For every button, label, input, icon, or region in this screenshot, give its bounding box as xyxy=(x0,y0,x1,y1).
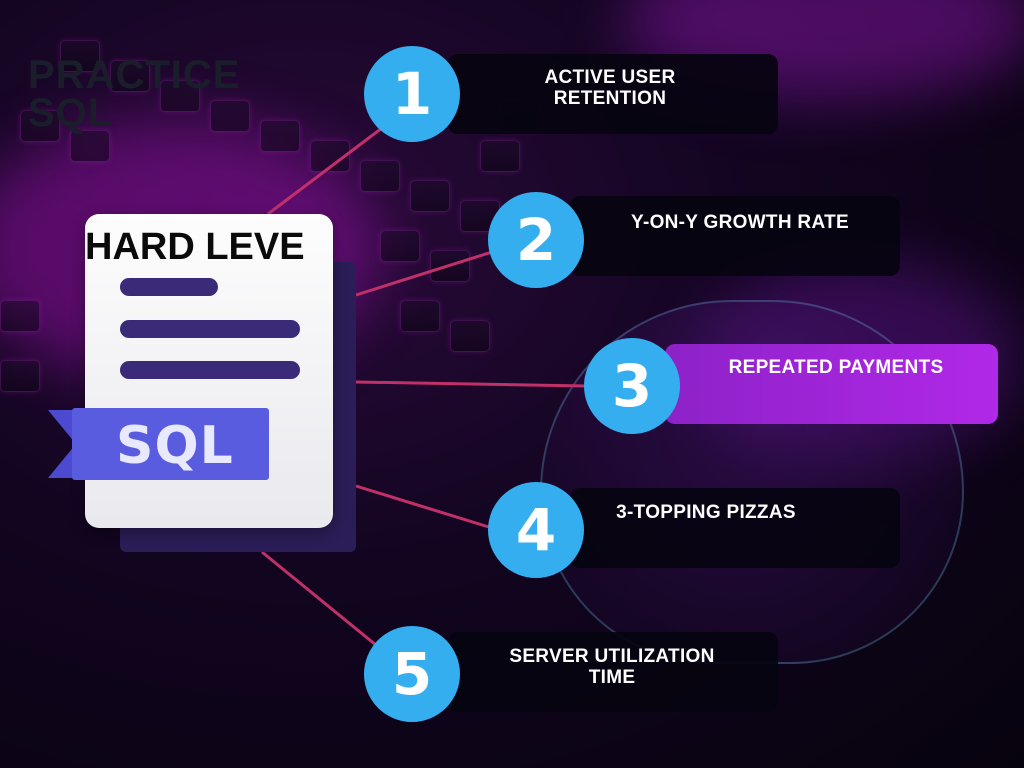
card-title: HARD LEVE xyxy=(85,226,305,268)
connector-1 xyxy=(267,126,383,216)
item-2-box xyxy=(570,196,900,276)
item-5-number-circle: 5 xyxy=(364,626,460,722)
item-1-number-circle: 1 xyxy=(364,46,460,142)
ribbon-tail xyxy=(48,410,76,478)
sql-ribbon xyxy=(72,408,269,480)
keyboard-background xyxy=(0,0,560,420)
item-4-box xyxy=(570,488,900,568)
item-4-label-line1: 3-TOPPING PIZZAS xyxy=(616,502,796,523)
connector-3 xyxy=(355,380,587,388)
item-5-box xyxy=(448,632,778,712)
item-3-label-line1: REPEATED PAYMENTS xyxy=(728,357,944,378)
item-1-label-line1: ACTIVE USER xyxy=(544,67,676,88)
item-3-number-circle: 3 xyxy=(584,338,680,434)
item-5-label-line2: TIME xyxy=(588,667,636,688)
item-4-number-circle: 4 xyxy=(488,482,584,578)
practice-sql-watermark: PRACTICE SQL xyxy=(28,53,241,135)
document-line-3 xyxy=(120,361,300,379)
watermark-line2: SQL xyxy=(28,91,114,135)
connector-4 xyxy=(355,484,493,530)
item-2-number-circle: 2 xyxy=(488,192,584,288)
item-5-label-line1: SERVER UTILIZATION xyxy=(509,646,715,667)
item-2-label-line1: Y-ON-Y GROWTH RATE xyxy=(631,212,849,233)
document-line-1 xyxy=(120,278,218,296)
document-line-2 xyxy=(120,320,300,338)
item-1-box xyxy=(448,54,778,134)
item-3-box xyxy=(665,344,998,424)
item-5-label: SERVER UTILIZATION TIME xyxy=(482,646,742,688)
item-2-label: Y-ON-Y GROWTH RATE xyxy=(590,212,890,233)
connector-5 xyxy=(261,550,383,652)
connector-2 xyxy=(355,250,493,297)
item-3-label: REPEATED PAYMENTS xyxy=(686,357,986,378)
item-1-label: ACTIVE USER RETENTION xyxy=(490,67,730,109)
item-4-label: 3-TOPPING PIZZAS xyxy=(586,502,826,523)
item-1-label-line2: RETENTION xyxy=(553,88,667,109)
sql-badge-text: SQL xyxy=(116,416,234,476)
watermark-line1: PRACTICE xyxy=(28,53,241,97)
